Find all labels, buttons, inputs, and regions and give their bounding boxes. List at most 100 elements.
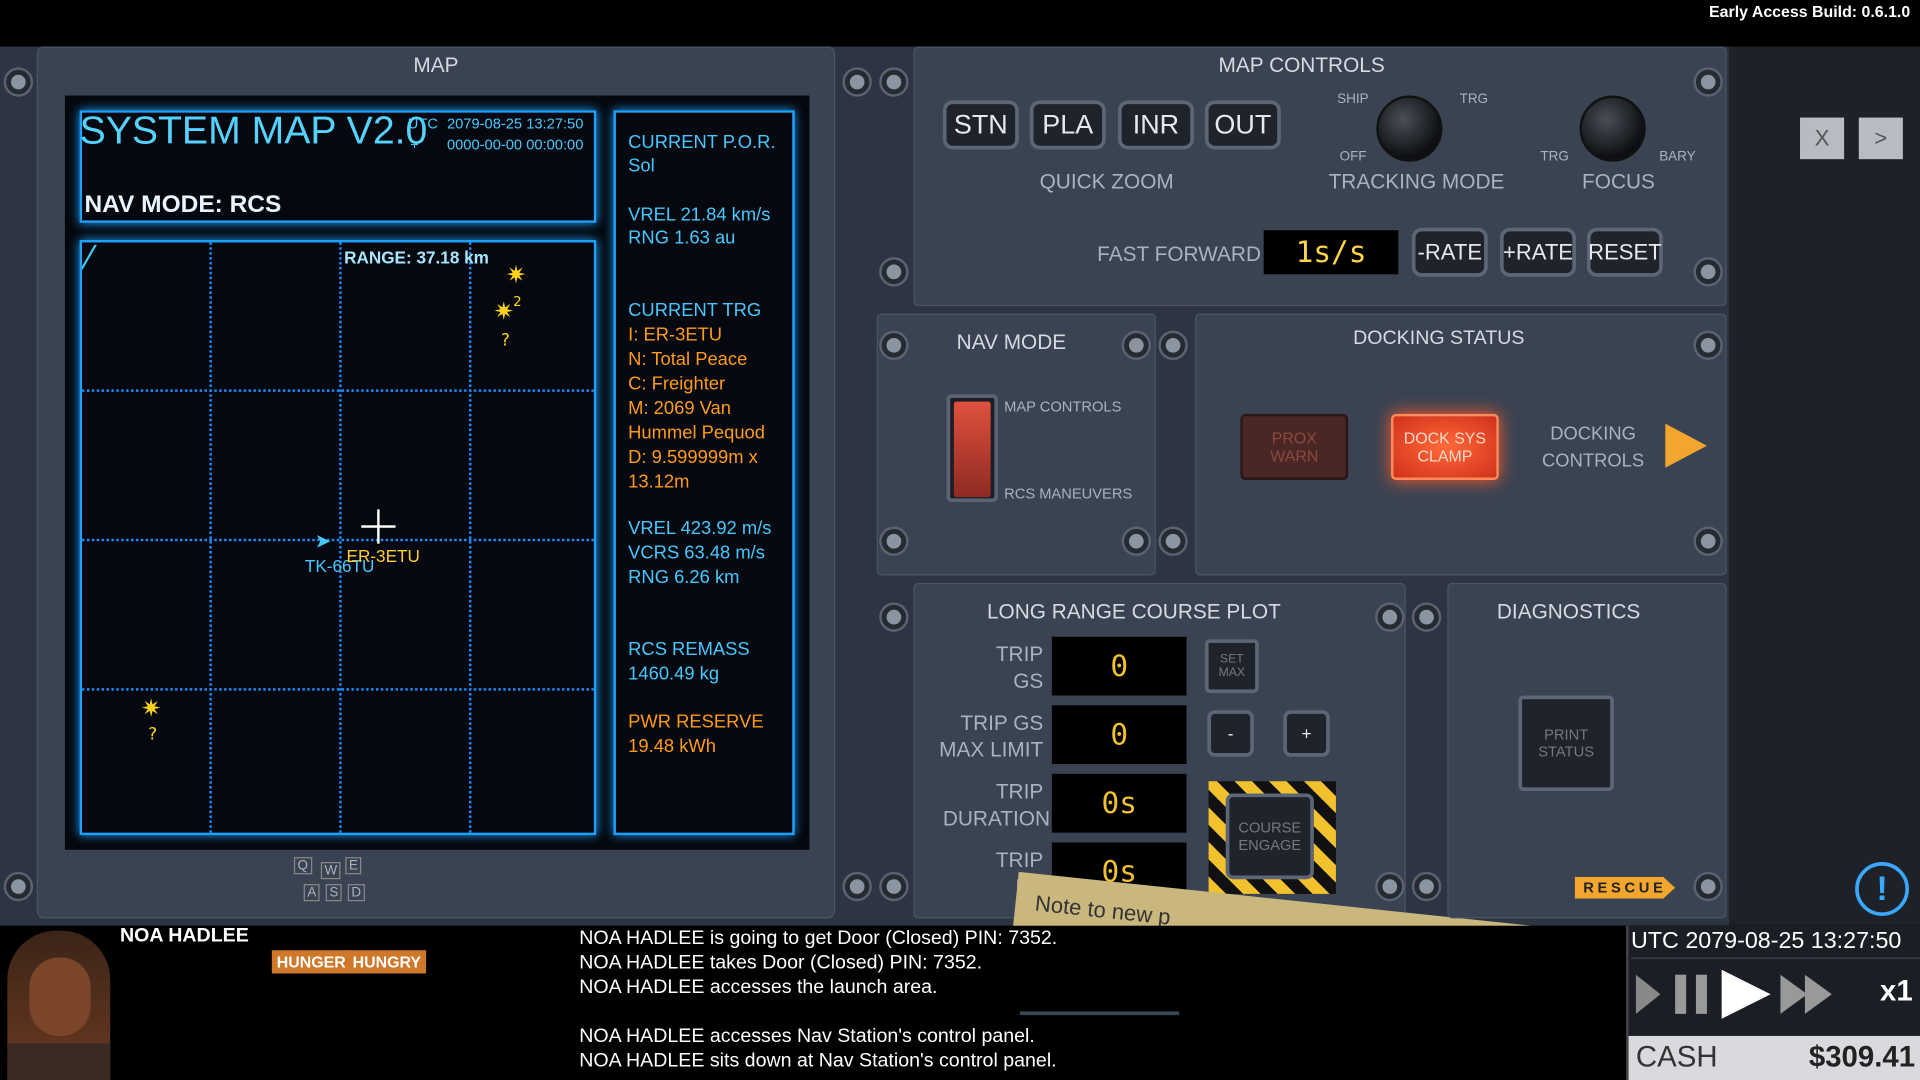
grid-line — [468, 242, 472, 833]
ff-arrow-2 — [1804, 974, 1832, 1014]
focus-trg-label: TRG — [1540, 149, 1569, 165]
log-scrollbar[interactable] — [1020, 1011, 1180, 1016]
log-line: NOA HADLEE takes Door (Closed) PIN: 7352… — [579, 952, 983, 974]
star-count: 2 — [513, 293, 522, 310]
bolt-icon — [879, 257, 909, 287]
bolt-icon — [842, 67, 872, 97]
increase-gs-button[interactable]: + — [1283, 710, 1330, 757]
docking-controls-label: DOCKING CONTROLS — [1542, 423, 1645, 472]
grid-line — [82, 538, 594, 542]
minus-rate-button[interactable]: -RATE — [1411, 227, 1488, 277]
map-info-box — [613, 110, 795, 836]
trip-duration-display: 0s — [1051, 773, 1187, 833]
cash-value: $309.41 — [1808, 1040, 1916, 1074]
bolt-icon — [1693, 67, 1723, 97]
nav-opt-map-controls[interactable]: MAP CONTROLS — [1004, 397, 1122, 416]
grid-line — [82, 688, 594, 691]
bolt-icon — [1121, 330, 1152, 361]
play-icon[interactable] — [1721, 969, 1771, 1019]
bolt-icon — [1693, 257, 1723, 287]
tracking-mode-knob[interactable] — [1376, 95, 1443, 162]
plus-label: + — [410, 135, 419, 154]
focus-bary-label: BARY — [1659, 149, 1696, 165]
bolt-icon — [879, 67, 909, 97]
key-e: E — [345, 857, 362, 875]
bolt-icon — [1411, 871, 1442, 902]
bolt-icon — [879, 330, 909, 361]
status-hungry: HUNGRY — [347, 950, 426, 974]
close-button[interactable]: X — [1800, 117, 1845, 160]
bolt-icon — [1411, 602, 1442, 632]
cash-label: CASH — [1635, 1040, 1718, 1074]
star-icon: ✷ — [505, 259, 527, 289]
step-icon[interactable] — [1635, 974, 1661, 1014]
key-s: S — [325, 884, 343, 902]
set-max-button[interactable]: SET MAX — [1204, 639, 1259, 694]
grid-line — [82, 389, 594, 392]
log-line: NOA HADLEE is going to get Door (Closed)… — [579, 928, 1058, 949]
zoom-out-button[interactable]: OUT — [1204, 100, 1281, 150]
grid-line — [209, 242, 212, 833]
bolt-icon — [1693, 526, 1723, 556]
key-a: A — [303, 884, 321, 902]
range-readout: RANGE: 37.18 km — [344, 247, 489, 267]
zoom-inr-button[interactable]: INR — [1117, 100, 1194, 150]
bolt-icon — [1375, 602, 1405, 632]
fast-forward-icon[interactable] — [1780, 974, 1834, 1014]
bolt-icon — [879, 602, 909, 632]
speed-multiplier: x1 — [1879, 974, 1913, 1008]
zoom-stn-button[interactable]: STN — [942, 100, 1019, 150]
side-column — [1728, 46, 1920, 926]
utc-label: UTC — [407, 115, 438, 133]
key-d: D — [347, 884, 365, 902]
rescue-label[interactable]: RESCUE — [1574, 876, 1676, 899]
trip-gs-max-label: TRIP GS MAX LIMIT — [939, 711, 1044, 762]
trip-gs-max-display: 0 — [1051, 705, 1187, 765]
reset-rate-button[interactable]: RESET — [1586, 227, 1663, 277]
plus-rate-button[interactable]: +RATE — [1500, 227, 1576, 277]
bolt-icon — [1158, 526, 1188, 556]
decrease-gs-button[interactable]: - — [1207, 710, 1254, 757]
utc-clock: UTC 2079-08-25 13:27:50 — [1631, 928, 1920, 959]
bolt-icon — [3, 871, 34, 902]
tracking-off-label: OFF — [1339, 149, 1367, 165]
trip-gs-label: TRIP GS — [995, 642, 1044, 694]
fast-forward-display: 1s/s — [1263, 230, 1399, 275]
course-engage-button[interactable]: COURSE ENGAGE — [1225, 793, 1314, 880]
map-panel-title: MAP — [413, 53, 459, 78]
trg-label: CURRENT TRG — [628, 300, 762, 321]
alert-icon[interactable]: ! — [1855, 862, 1909, 916]
key-q: Q — [293, 857, 312, 875]
rng-2: RNG 6.26 km — [628, 566, 740, 588]
prox-warn-light: PROX WARN — [1240, 413, 1349, 481]
build-version: Early Access Build: 0.6.1.0 — [1709, 2, 1911, 21]
status-hunger: HUNGER — [271, 950, 351, 974]
print-status-button[interactable]: PRINT STATUS — [1518, 695, 1614, 792]
utc-time: 2079-08-25 13:27:50 — [446, 115, 584, 133]
zoom-pla-button[interactable]: PLA — [1029, 100, 1106, 150]
rcs-remass-label: RCS REMASS — [628, 639, 750, 661]
dock-clamp-light: DOCK SYS CLAMP — [1391, 413, 1499, 481]
nav-mode-readout: NAV MODE: RCS — [84, 191, 282, 218]
avatar[interactable] — [7, 930, 111, 1080]
focus-label: FOCUS — [1582, 170, 1655, 194]
bolt-icon — [1693, 330, 1723, 361]
nav-opt-rcs-maneuvers[interactable]: RCS MANEUVERS — [1004, 484, 1133, 503]
map-header-box — [79, 110, 597, 223]
map-controls-title: MAP CONTROLS — [1218, 53, 1385, 78]
pause-icon[interactable] — [1675, 974, 1707, 1014]
bolt-icon — [1121, 526, 1152, 556]
avatar-body — [7, 1043, 111, 1080]
map-grid[interactable]: RANGE: 37.18 km ✷ ✷ 2 ? ✷ ? ➤ TK-66TU ER… — [79, 240, 597, 836]
next-button[interactable]: > — [1858, 117, 1903, 160]
trg-dim-1: D: 9.599999m x — [628, 446, 758, 468]
nav-mode-switch[interactable] — [946, 394, 998, 503]
trg-model-2: Hummel Pequod — [628, 422, 765, 444]
vrel-1: VREL 21.84 km/s — [628, 204, 771, 226]
vcrs: VCRS 63.48 m/s — [628, 542, 765, 564]
docking-controls-arrow-icon[interactable] — [1665, 423, 1707, 468]
pwr-reserve-label: PWR RESERVE — [628, 711, 764, 733]
focus-knob[interactable] — [1579, 95, 1646, 162]
system-map-screen[interactable]: SYSTEM MAP V2.0 UTC 2079-08-25 13:27:50 … — [64, 95, 810, 850]
